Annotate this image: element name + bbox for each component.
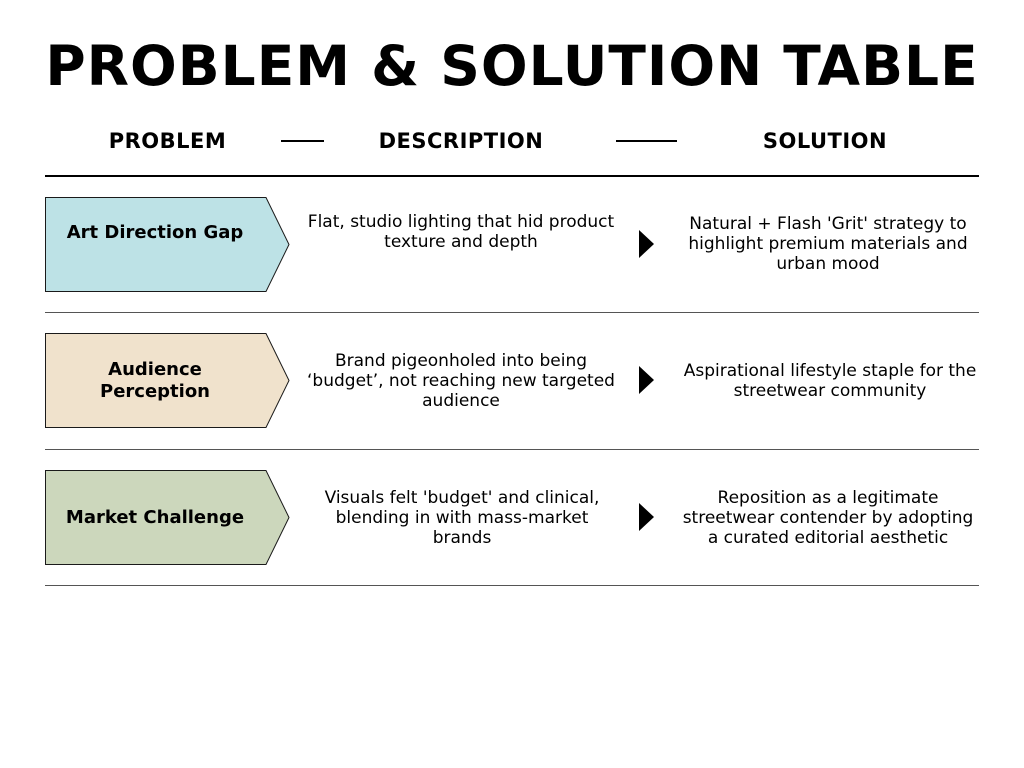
description-text: Brand pigeonholed into being ‘budget’, n…: [307, 350, 615, 411]
header-solution: SOLUTION: [762, 129, 888, 153]
problem-label: Market Challenge: [65, 506, 245, 528]
solution-text: Reposition as a legitimate streetwear co…: [682, 487, 974, 548]
header-divider-dash: [616, 140, 677, 142]
description-text: Visuals felt 'budget' and clinical, blen…: [324, 487, 600, 548]
page-title: PROBLEM & SOLUTION TABLE: [45, 34, 979, 98]
right-triangle-arrow-icon: [639, 230, 654, 258]
problem-tag-shape: [45, 197, 290, 292]
row-divider: [45, 585, 979, 586]
problem-tag-shape: [45, 333, 290, 428]
table-row: Market Challenge Visuals felt 'budget' a…: [0, 470, 1024, 566]
solution-text: Aspirational lifestyle staple for the st…: [683, 360, 977, 401]
right-triangle-arrow-icon: [639, 366, 654, 394]
header-rule: [45, 175, 979, 177]
table-row: Audience Perception Brand pigeonholed in…: [0, 333, 1024, 429]
solution-text: Natural + Flash 'Grit' strategy to highl…: [688, 213, 968, 274]
row-divider: [45, 312, 979, 313]
header-description: DESCRIPTION: [378, 129, 544, 153]
problem-tag: Market Challenge: [45, 470, 290, 565]
problem-tag: Audience Perception: [45, 333, 290, 428]
header-divider-dash: [281, 140, 324, 142]
table-row: Art Direction Gap Flat, studio lighting …: [0, 197, 1024, 293]
problem-label: Audience Perception: [100, 358, 210, 402]
problem-label: Art Direction Gap: [66, 221, 244, 243]
problem-tag-shape: [45, 470, 290, 565]
description-text: Flat, studio lighting that hid product t…: [307, 211, 615, 252]
right-triangle-arrow-icon: [639, 503, 654, 531]
row-divider: [45, 449, 979, 450]
problem-tag: Art Direction Gap: [45, 197, 290, 292]
header-problem: PROBLEM: [108, 129, 227, 153]
